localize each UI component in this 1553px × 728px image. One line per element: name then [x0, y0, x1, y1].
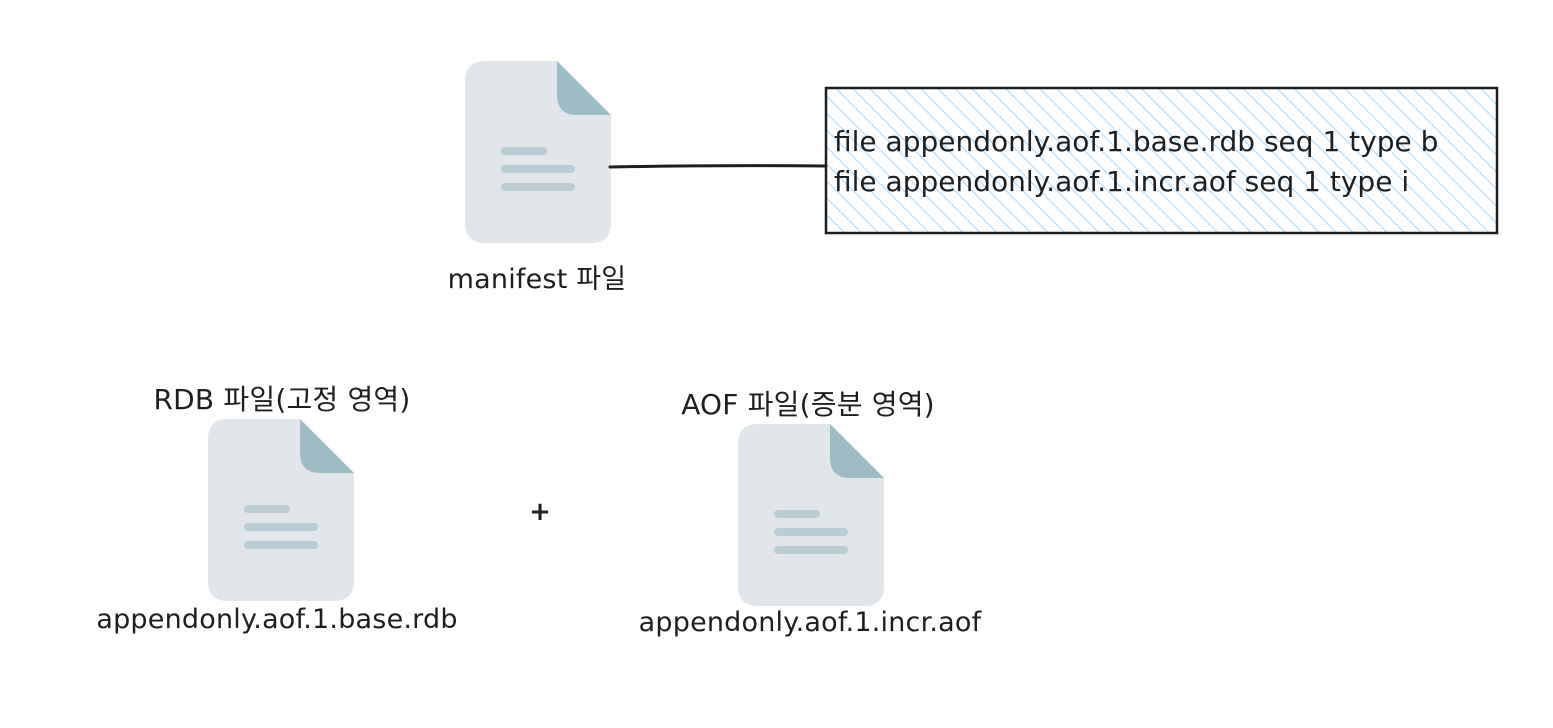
manifest-document-icon: [465, 61, 611, 243]
manifest-connector-line: [608, 164, 828, 169]
rdb-document-icon: [208, 419, 354, 601]
rdb-filename-label: appendonly.aof.1.base.rdb: [96, 604, 458, 635]
plus-operator: +: [529, 497, 551, 527]
aof-filename-label: appendonly.aof.1.incr.aof: [638, 607, 982, 638]
aof-document-icon: [738, 424, 884, 606]
aof-file-title: AOF 파일(증분 영역): [681, 388, 935, 421]
manifest-line-incr: file appendonly.aof.1.incr.aof seq 1 typ…: [834, 165, 1410, 198]
manifest-line-base: file appendonly.aof.1.base.rdb seq 1 typ…: [834, 125, 1439, 158]
rdb-file-title: RDB 파일(고정 영역): [153, 383, 411, 416]
manifest-content-text: file appendonly.aof.1.base.rdb seq 1 typ…: [834, 122, 1438, 202]
manifest-content-box: [824, 86, 1499, 235]
manifest-file-label: manifest 파일: [447, 264, 627, 295]
